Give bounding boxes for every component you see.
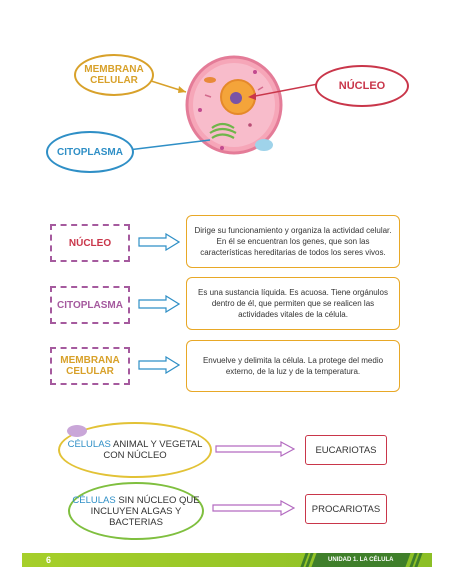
celulas-highlight: CÉLULAS xyxy=(72,494,116,506)
term-nucleo: NÚCLEO xyxy=(50,224,130,262)
golgi-apparatus xyxy=(209,122,237,139)
nucleolus xyxy=(230,92,242,104)
page-number: 6 xyxy=(46,555,52,565)
vacuole xyxy=(255,139,273,151)
term-membrana-celular: MEMBRANA CELULAR xyxy=(50,347,130,385)
class-eucariotas-description: CÉLULAS ANIMAL Y VEGETAL CON NÚCLEO xyxy=(58,422,212,478)
footer-bar: 6 UNIDAD 1. LA CÉLULA xyxy=(22,553,432,567)
result-eucariotas: EUCARIOTAS xyxy=(305,435,387,465)
term-citoplasma: CITOPLASMA xyxy=(50,286,130,324)
class-procariotas-description: CÉLULAS SIN NÚCLEO QUE INCLUYEN ALGAS Y … xyxy=(68,482,204,540)
definition-membrana-celular: Envuelve y delimita la célula. La proteg… xyxy=(186,340,400,392)
cell-diagram xyxy=(127,55,319,155)
arrow-right-icon xyxy=(138,356,180,374)
arrow-right-icon xyxy=(212,500,295,516)
result-procariotas: PROCARIOTAS xyxy=(305,494,387,524)
definition-citoplasma: Es una sustancia líquida. Es acuosa. Tie… xyxy=(186,277,400,330)
bubble-decoration-icon xyxy=(67,425,87,437)
label-nucleo: NÚCLEO xyxy=(315,65,409,107)
unit-title: UNIDAD 1. LA CÉLULA xyxy=(328,557,394,563)
celulas-highlight: CÉLULAS xyxy=(67,439,111,450)
definition-nucleo: Dirige su funcionamiento y organiza la a… xyxy=(186,215,400,268)
label-citoplasma: CITOPLASMA xyxy=(46,131,134,173)
arrow-right-icon xyxy=(138,233,180,251)
arrow-right-icon xyxy=(138,295,180,313)
mitochondrion xyxy=(204,77,216,83)
arrow-right-icon xyxy=(215,441,295,457)
label-membrana-celular: MEMBRANA CELULAR xyxy=(74,54,154,96)
